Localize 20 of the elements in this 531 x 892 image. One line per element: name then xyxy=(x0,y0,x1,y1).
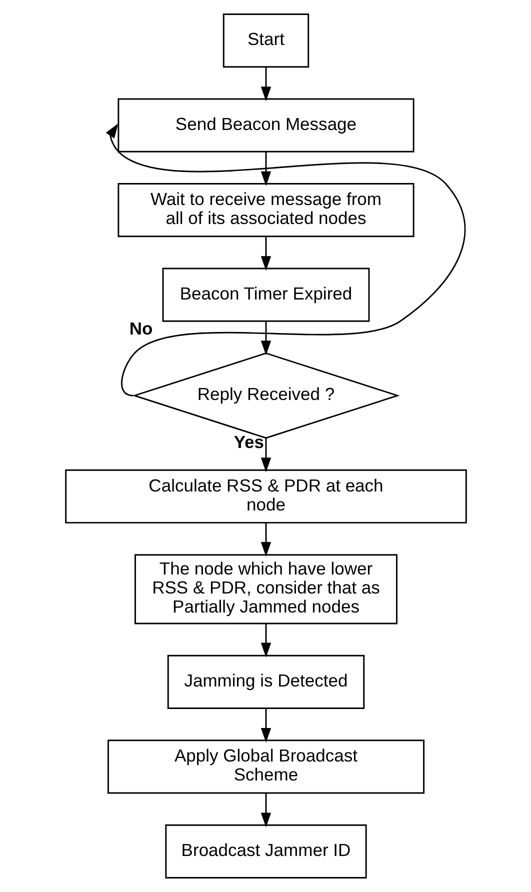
arrow xyxy=(260,321,271,356)
arrow xyxy=(260,236,271,271)
node-box: Broadcast Jammer ID xyxy=(164,824,366,878)
node-box: Wait to receive message from all of its associated nodes xyxy=(117,183,414,238)
arrow xyxy=(260,152,271,186)
node-box: Start xyxy=(222,14,309,68)
arrow xyxy=(260,67,271,102)
node-box: Jamming is Detected xyxy=(166,654,364,709)
node-box: Send Beacon Message xyxy=(117,98,414,152)
node-box: Beacon Timer Expired xyxy=(162,268,370,322)
node-box: Calculate RSS & PDR at each node xyxy=(64,469,466,524)
arrow xyxy=(105,123,465,396)
node-box: The node which have lower RSS & PDR, consider that as Partially Jammed nodes xyxy=(134,554,397,624)
edge-label: No xyxy=(128,318,152,339)
arrow xyxy=(260,624,271,658)
arrow xyxy=(260,793,271,828)
node-box: Apply Global Broadcast Scheme xyxy=(106,740,424,794)
arrow xyxy=(260,708,271,743)
arrow xyxy=(260,438,271,472)
arrow xyxy=(260,522,271,557)
